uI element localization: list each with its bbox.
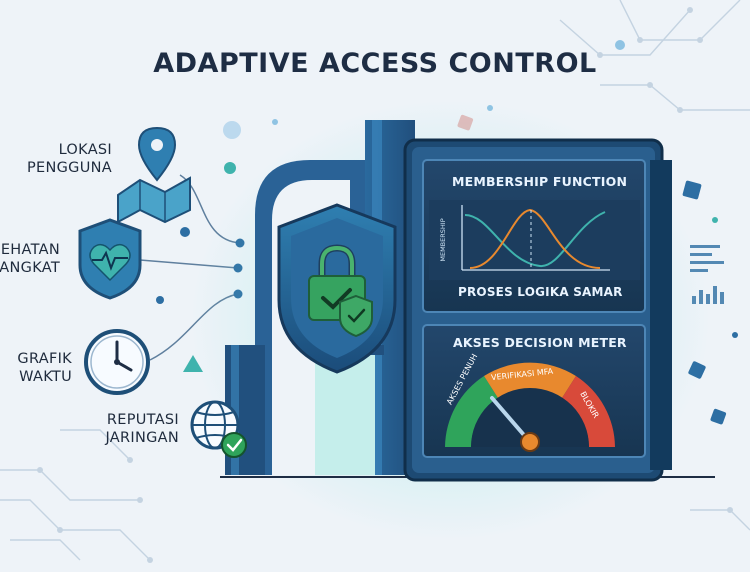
shield-heart-icon bbox=[78, 218, 142, 300]
small-shield-check-icon bbox=[339, 294, 373, 338]
membership-caption: PROSES LOGIKA SAMAR bbox=[458, 285, 623, 299]
page-title: ADAPTIVE ACCESS CONTROL bbox=[153, 48, 597, 79]
membership-curve-teal bbox=[464, 211, 606, 268]
input-label-kesehatan: KESEHATAN PERANGKAT bbox=[0, 241, 60, 277]
decision-panel bbox=[422, 324, 646, 458]
lokasi-line2: PENGGUNA bbox=[26, 160, 112, 176]
membership-y-axis-label: MEMBERSHIP bbox=[439, 218, 447, 262]
shield-lock-icon bbox=[277, 203, 397, 374]
gauge-zone-orange bbox=[484, 362, 576, 398]
gauge-hub bbox=[520, 432, 540, 452]
reputasi-line2: JARINGAN bbox=[105, 430, 179, 446]
circuit-nodes bbox=[37, 7, 733, 563]
input-label-reputasi: REPUTASI JARINGAN bbox=[105, 411, 179, 447]
lokasi-line1: LOKASI bbox=[58, 142, 112, 158]
membership-curve-orange bbox=[469, 208, 601, 269]
gauge-zone-red bbox=[562, 376, 615, 447]
reputasi-line1: REPUTASI bbox=[106, 412, 179, 428]
membership-panel bbox=[422, 159, 646, 313]
membership-panel-title: MEMBERSHIP FUNCTION bbox=[452, 174, 628, 189]
grafik-line2: WAKTU bbox=[19, 369, 72, 385]
grafik-line1: GRAFIK bbox=[17, 351, 72, 367]
input-label-lokasi: LOKASI PENGGUNA bbox=[27, 141, 112, 177]
clock-icon bbox=[84, 329, 150, 395]
globe-check-icon bbox=[190, 400, 247, 458]
kesehatan-line1: KESEHATAN bbox=[0, 242, 60, 258]
decision-panel-title: AKSES DECISION METER bbox=[453, 335, 627, 350]
map-pin-icon bbox=[117, 126, 191, 224]
gauge-zone-green bbox=[445, 376, 498, 447]
input-label-grafik: GRAFIK WAKTU bbox=[17, 350, 72, 386]
kesehatan-line2: PERANGKAT bbox=[0, 260, 60, 276]
